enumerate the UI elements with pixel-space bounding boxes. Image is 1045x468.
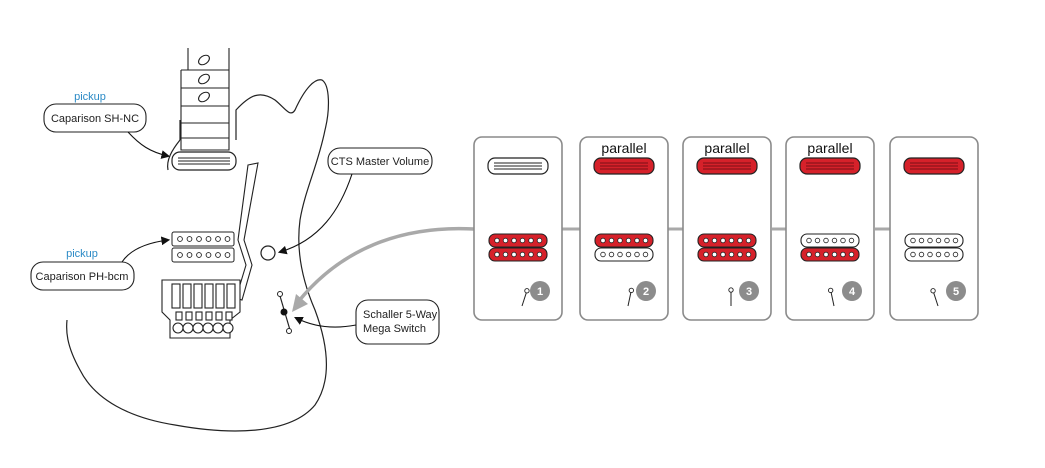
bridge-pickup-caption: pickup — [66, 248, 98, 260]
panel-connector — [292, 226, 890, 312]
switch-position-panel: 1 — [473, 136, 563, 321]
panel-frame — [785, 136, 875, 321]
switch-callout: Schaller 5-Way Mega Switch — [294, 299, 440, 345]
panel-frame — [579, 136, 669, 321]
bridge-coil-bottom-indicator — [904, 247, 964, 262]
neck-pickup-on-guitar — [171, 151, 237, 171]
bridge-pickup-name: Caparison PH-bcm — [36, 271, 129, 283]
switch-position-panel: parallel 4 — [785, 136, 875, 321]
position-number-badge: 3 — [739, 281, 759, 301]
position-number: 1 — [537, 286, 543, 298]
tremolo-bridge — [161, 279, 241, 339]
switch-lever-icon — [828, 287, 835, 307]
neck-pickup-indicator — [593, 157, 655, 175]
fret-marker-icon — [198, 54, 210, 103]
position-number: 3 — [746, 286, 752, 298]
position-number-badge: 1 — [530, 281, 550, 301]
bridge-coil-bottom-indicator — [594, 247, 654, 262]
guitar-body — [66, 79, 329, 432]
neck-pickup-indicator — [696, 157, 758, 175]
switch-position-panel: parallel 2 — [579, 136, 669, 321]
volume-label: CTS Master Volume — [331, 156, 429, 168]
switch-label-line2: Mega Switch — [363, 323, 426, 335]
position-number-badge: 4 — [842, 281, 862, 301]
neck-pickup-indicator — [903, 157, 965, 175]
neck-pickup-callout: pickup Caparison SH-NC — [43, 91, 171, 159]
bridge-coil-top-indicator — [697, 233, 757, 248]
panel-frame — [682, 136, 772, 321]
switch-lever-icon — [728, 287, 734, 306]
neck-pickup-caption: pickup — [74, 91, 106, 103]
volume-knob — [260, 245, 276, 261]
position-number: 5 — [953, 286, 959, 298]
switch-position-panel: 5 — [889, 136, 979, 321]
switch-positions: 1 parallel 2 parallel 3 parallel 4 5 — [473, 136, 979, 321]
switch-label-line1: Schaller 5-Way — [363, 309, 438, 321]
neck-pickup-name: Caparison SH-NC — [51, 113, 139, 125]
panel-frame — [889, 136, 979, 321]
position-number: 2 — [643, 286, 649, 298]
mode-label: parallel — [704, 140, 749, 156]
volume-callout: CTS Master Volume — [277, 147, 433, 255]
bridge-coil-top-indicator — [488, 233, 548, 248]
neck-pickup-indicator — [487, 157, 549, 175]
pickguard-edge — [235, 162, 259, 301]
mode-label: parallel — [807, 140, 852, 156]
bridge-pickup-callout: pickup Caparison PH-bcm — [30, 236, 171, 291]
switch-position-panel: parallel 3 — [682, 136, 772, 321]
bridge-coil-bottom-indicator — [488, 247, 548, 262]
bridge-coil-top-indicator — [800, 233, 860, 248]
panel-frame — [473, 136, 563, 321]
bridge-coil-bottom-indicator — [800, 247, 860, 262]
bridge-coil-top-indicator — [904, 233, 964, 248]
switch-lever-icon — [521, 288, 530, 307]
position-number-badge: 2 — [636, 281, 656, 301]
position-number-badge: 5 — [946, 281, 966, 301]
switch-on-guitar — [277, 291, 292, 334]
bridge-pickup-on-guitar — [171, 231, 235, 263]
position-number: 4 — [849, 286, 856, 298]
switch-lever-icon — [627, 287, 634, 307]
bridge-coil-bottom-indicator — [697, 247, 757, 262]
bridge-coil-top-indicator — [594, 233, 654, 248]
switch-lever-icon — [930, 288, 939, 307]
guitar-neck — [180, 48, 230, 151]
neck-pickup-indicator — [799, 157, 861, 175]
mode-label: parallel — [601, 140, 646, 156]
arrow-head-icon — [292, 294, 308, 312]
